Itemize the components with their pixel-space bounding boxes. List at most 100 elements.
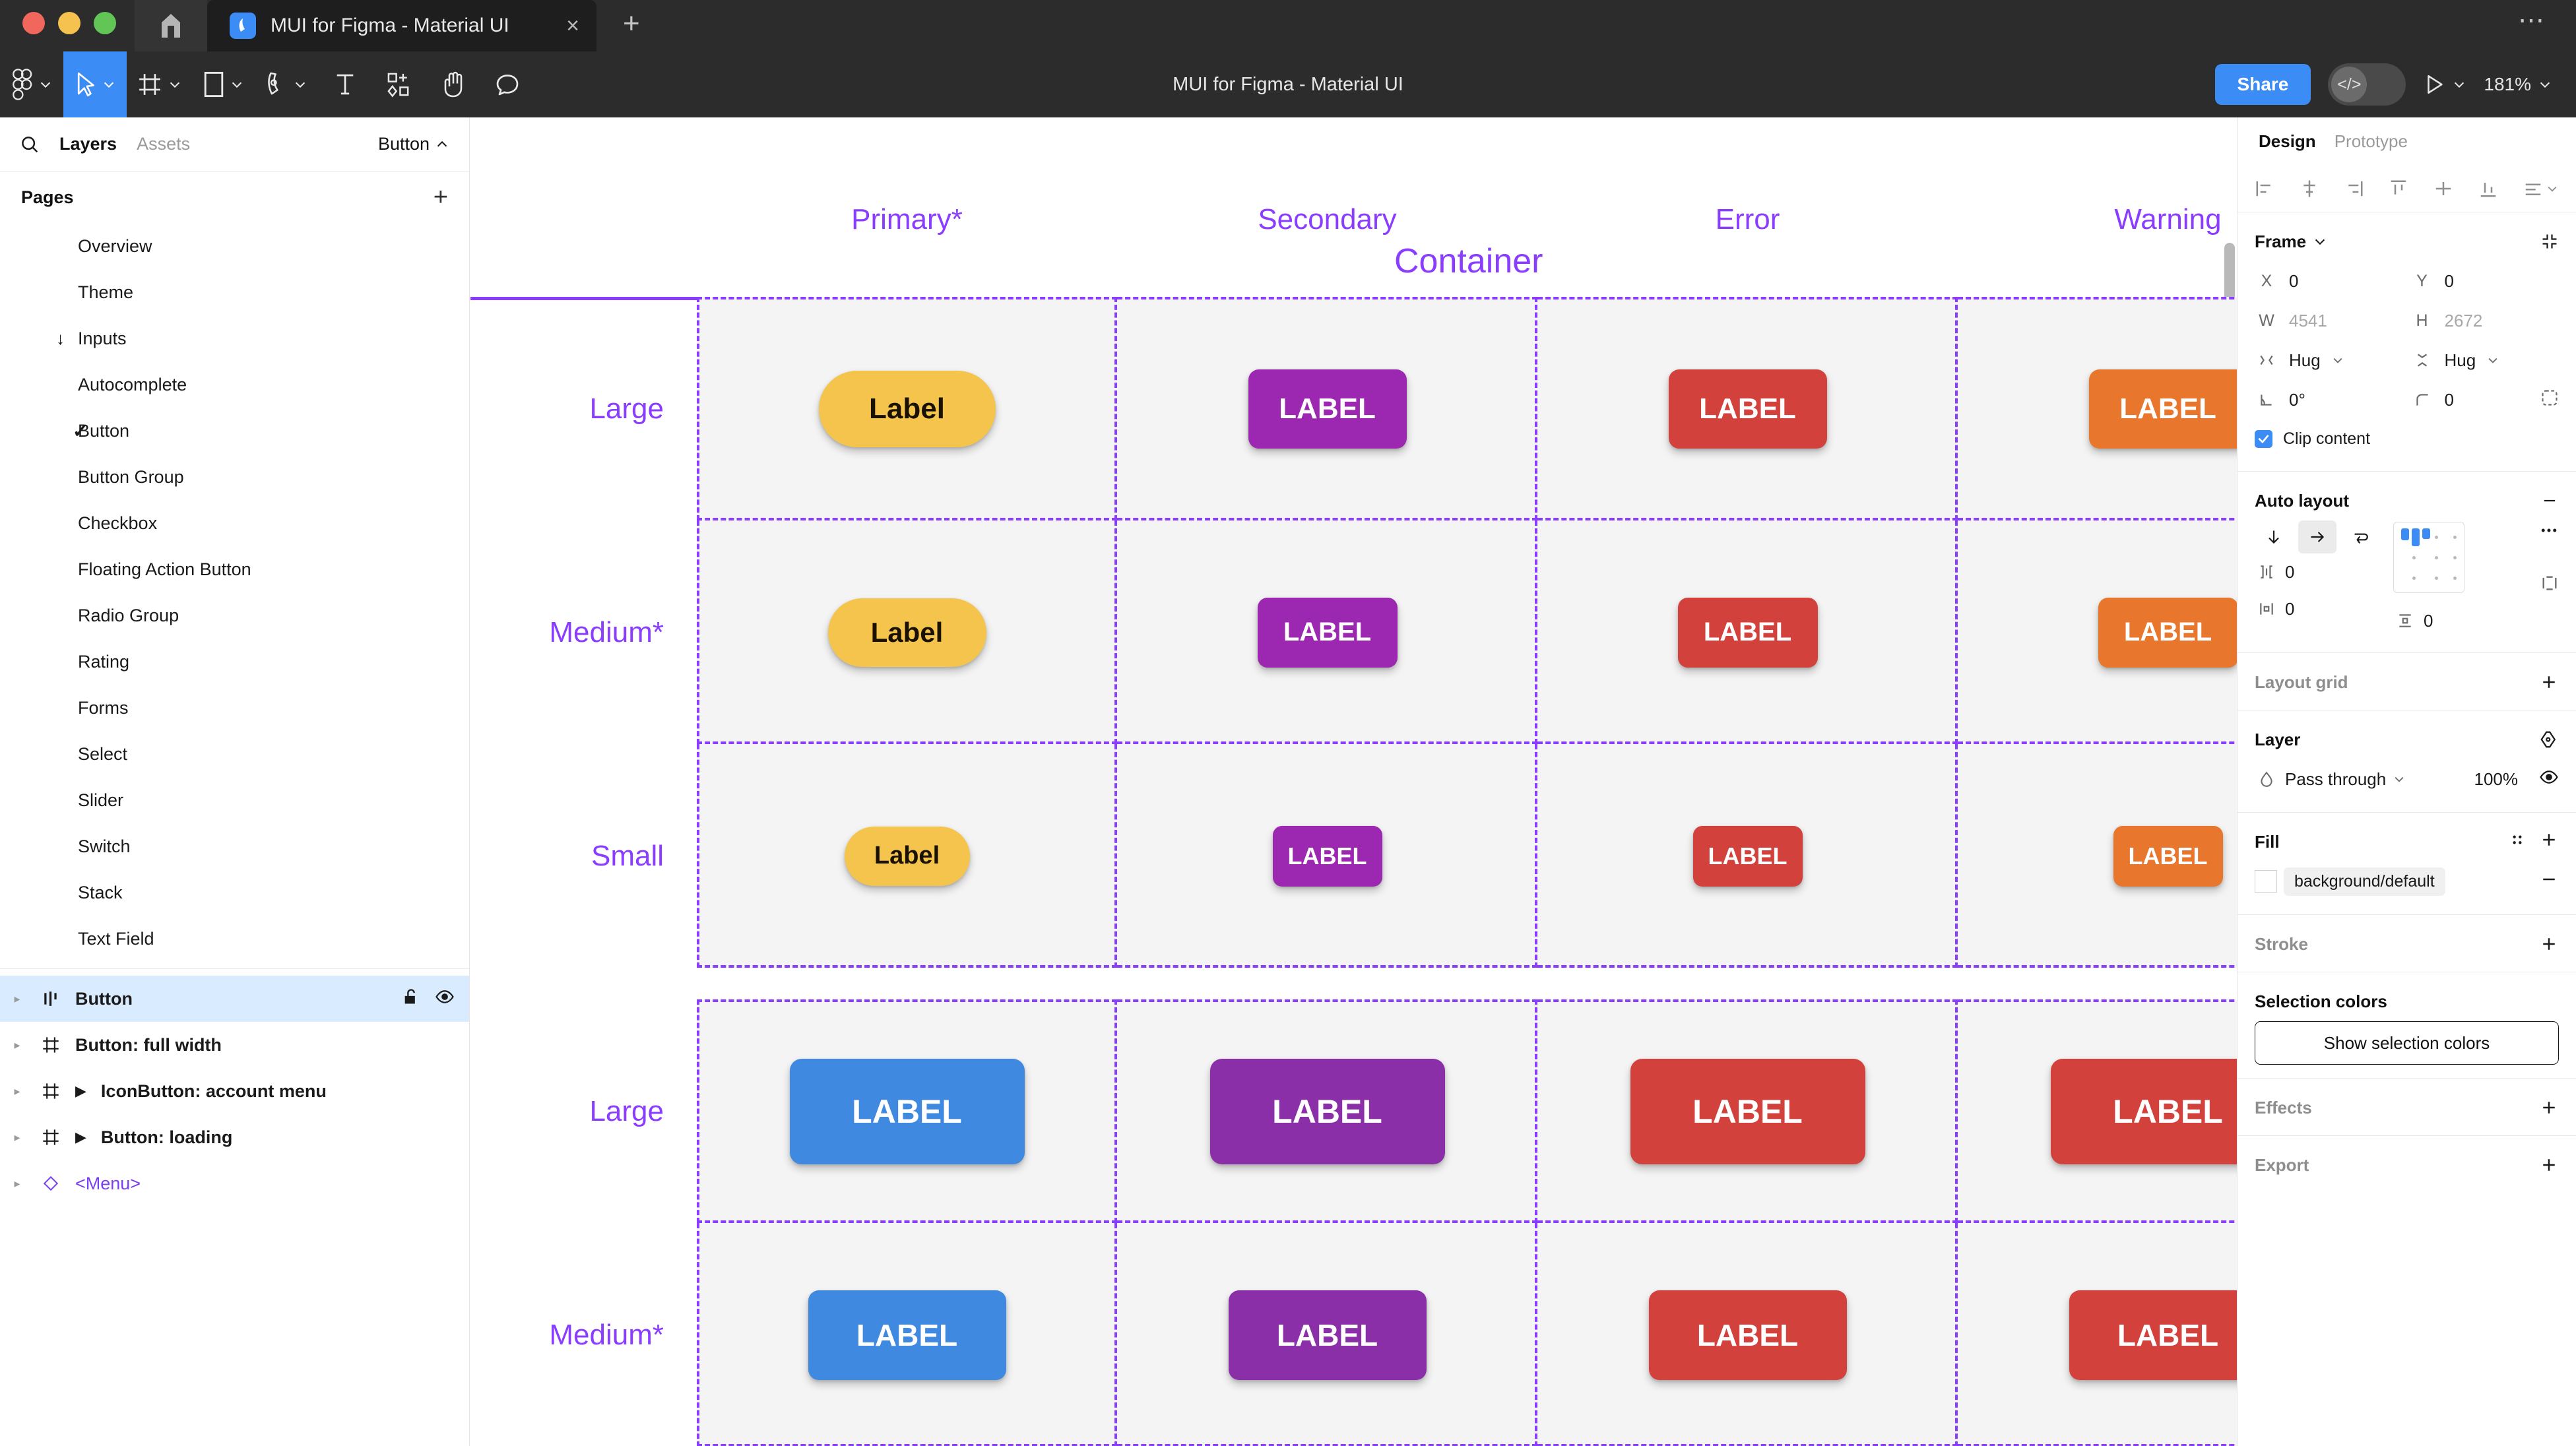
align-vertical-center-icon[interactable] [2433, 179, 2453, 199]
mui-button[interactable]: Label [828, 598, 986, 667]
page-item-radio-group[interactable]: Radio Group [0, 592, 469, 639]
page-item-checkbox[interactable]: Checkbox [0, 500, 469, 546]
resources-icon[interactable] [372, 51, 426, 117]
figma-menu-icon[interactable] [0, 51, 63, 117]
expand-caret-icon[interactable]: ▸ [8, 1038, 26, 1052]
move-cursor-icon[interactable] [63, 51, 127, 117]
row-label[interactable]: Small [591, 840, 664, 873]
mui-button[interactable]: LABEL [1258, 598, 1398, 668]
mui-button[interactable]: LABEL [1630, 1059, 1865, 1164]
mui-button[interactable]: LABEL [2089, 369, 2238, 449]
horizontal-resizing-select[interactable]: Hug [2255, 350, 2404, 371]
present-button[interactable] [2423, 73, 2466, 96]
show-selection-colors-button[interactable]: Show selection colors [2255, 1021, 2559, 1065]
page-item-switch[interactable]: Switch [0, 823, 469, 869]
rotation-field[interactable]: 0° [2255, 390, 2404, 410]
layer-row[interactable]: ▸Button [0, 976, 469, 1022]
close-window-button[interactable] [22, 12, 45, 34]
comment-icon[interactable] [480, 51, 534, 117]
page-item-autocomplete[interactable]: Autocomplete [0, 362, 469, 408]
clip-content-checkbox[interactable]: Clip content [2255, 420, 2559, 458]
width-field[interactable]: W 4541 [2255, 311, 2404, 331]
mui-button[interactable]: LABEL [2098, 598, 2238, 668]
horizontal-padding-value[interactable]: 0 [2285, 599, 2294, 619]
mui-button[interactable]: LABEL [790, 1059, 1025, 1164]
rectangle-icon[interactable] [193, 51, 255, 117]
row-label[interactable]: Large [589, 1095, 664, 1128]
page-item-floating-action-button[interactable]: Floating Action Button [0, 546, 469, 592]
mui-button[interactable]: LABEL [1669, 369, 1827, 449]
collapse-frame-icon[interactable] [2540, 232, 2559, 251]
fill-style-name[interactable]: background/default [2284, 867, 2445, 896]
tab-layers[interactable]: Layers [59, 134, 117, 154]
text-icon[interactable] [318, 51, 372, 117]
expand-caret-icon[interactable]: ▸ [8, 992, 26, 1006]
component-selector[interactable]: Button [378, 134, 449, 154]
column-header[interactable]: Warning [2114, 203, 2221, 236]
frame-icon[interactable] [127, 51, 193, 117]
row-label[interactable]: Medium* [549, 1319, 664, 1352]
nested-expand-icon[interactable]: ▶ [75, 1083, 86, 1100]
expand-caret-icon[interactable]: ▸ [8, 1131, 26, 1145]
layer-row[interactable]: ▸Button: full width [0, 1022, 469, 1068]
fill-color-swatch[interactable] [2255, 870, 2277, 893]
chevron-down-icon[interactable] [2313, 234, 2327, 249]
home-button[interactable] [135, 0, 207, 51]
remove-fill-button[interactable] [2539, 869, 2559, 894]
tab-assets[interactable]: Assets [137, 134, 190, 154]
align-left-icon[interactable] [2255, 179, 2274, 199]
page-item-button[interactable]: ✓Button [0, 408, 469, 454]
search-icon[interactable] [20, 135, 40, 154]
mui-button[interactable]: LABEL [2113, 826, 2223, 887]
page-item-stack[interactable]: Stack [0, 869, 469, 916]
independent-corners-icon[interactable] [2540, 389, 2559, 412]
ellipsis-icon[interactable]: ⋯ [2518, 5, 2576, 51]
individual-padding-icon[interactable] [2540, 574, 2559, 597]
expand-caret-icon[interactable]: ▸ [8, 1084, 26, 1098]
zoom-control[interactable]: 181% [2484, 74, 2552, 95]
mui-button[interactable]: LABEL [2051, 1059, 2238, 1164]
new-tab-button[interactable]: + [596, 9, 666, 51]
mui-button[interactable]: LABEL [1649, 1290, 1847, 1380]
height-field[interactable]: H 2672 [2410, 311, 2560, 331]
minimize-window-button[interactable] [58, 12, 80, 34]
auto-layout-alignment-grid[interactable] [2393, 522, 2464, 593]
align-right-icon[interactable] [2344, 179, 2364, 199]
layer-row[interactable]: ▸<Menu> [0, 1160, 469, 1207]
mui-button[interactable]: LABEL [1210, 1059, 1445, 1164]
mui-button[interactable]: LABEL [1693, 826, 1803, 887]
column-header[interactable]: Secondary [1258, 203, 1396, 236]
share-button[interactable]: Share [2215, 64, 2311, 105]
tab-prototype[interactable]: Prototype [2334, 131, 2408, 152]
page-item-forms[interactable]: Forms [0, 685, 469, 731]
align-bottom-icon[interactable] [2478, 179, 2498, 199]
add-export-button[interactable] [2539, 1155, 2559, 1175]
auto-layout-wrap-button[interactable] [2342, 520, 2380, 553]
x-field[interactable]: X 0 [2255, 271, 2404, 292]
mui-button[interactable]: Label [845, 827, 970, 886]
layer-row[interactable]: ▸▶Button: loading [0, 1114, 469, 1160]
expand-caret-icon[interactable]: ▸ [8, 1177, 26, 1191]
align-top-icon[interactable] [2389, 179, 2408, 199]
close-icon[interactable]: × [566, 15, 579, 37]
row-label[interactable]: Medium* [549, 616, 664, 649]
eye-icon[interactable] [435, 987, 455, 1011]
page-item-text-field[interactable]: Text Field [0, 916, 469, 962]
mui-button[interactable]: LABEL [1229, 1290, 1427, 1380]
figma-canvas[interactable]: Container Primary*SecondaryErrorWarningL… [470, 117, 2237, 1446]
add-page-button[interactable]: + [434, 185, 448, 210]
add-layout-grid-button[interactable] [2539, 672, 2559, 692]
auto-layout-horizontal-button[interactable] [2298, 520, 2336, 553]
align-horizontal-center-icon[interactable] [2300, 179, 2319, 199]
mui-button[interactable]: Label [819, 371, 996, 447]
auto-layout-more-options-icon[interactable] [2539, 520, 2559, 545]
mui-button[interactable]: LABEL [2069, 1290, 2238, 1380]
row-label[interactable]: Large [589, 393, 664, 425]
container-frame-label[interactable]: Container [1394, 241, 1543, 281]
gap-value[interactable]: 0 [2285, 562, 2294, 582]
add-fill-button[interactable] [2539, 830, 2559, 854]
add-stroke-button[interactable] [2539, 934, 2559, 954]
mui-button[interactable]: LABEL [808, 1290, 1006, 1380]
vertical-padding-value[interactable]: 0 [2424, 611, 2433, 631]
page-item-button-group[interactable]: Button Group [0, 454, 469, 500]
